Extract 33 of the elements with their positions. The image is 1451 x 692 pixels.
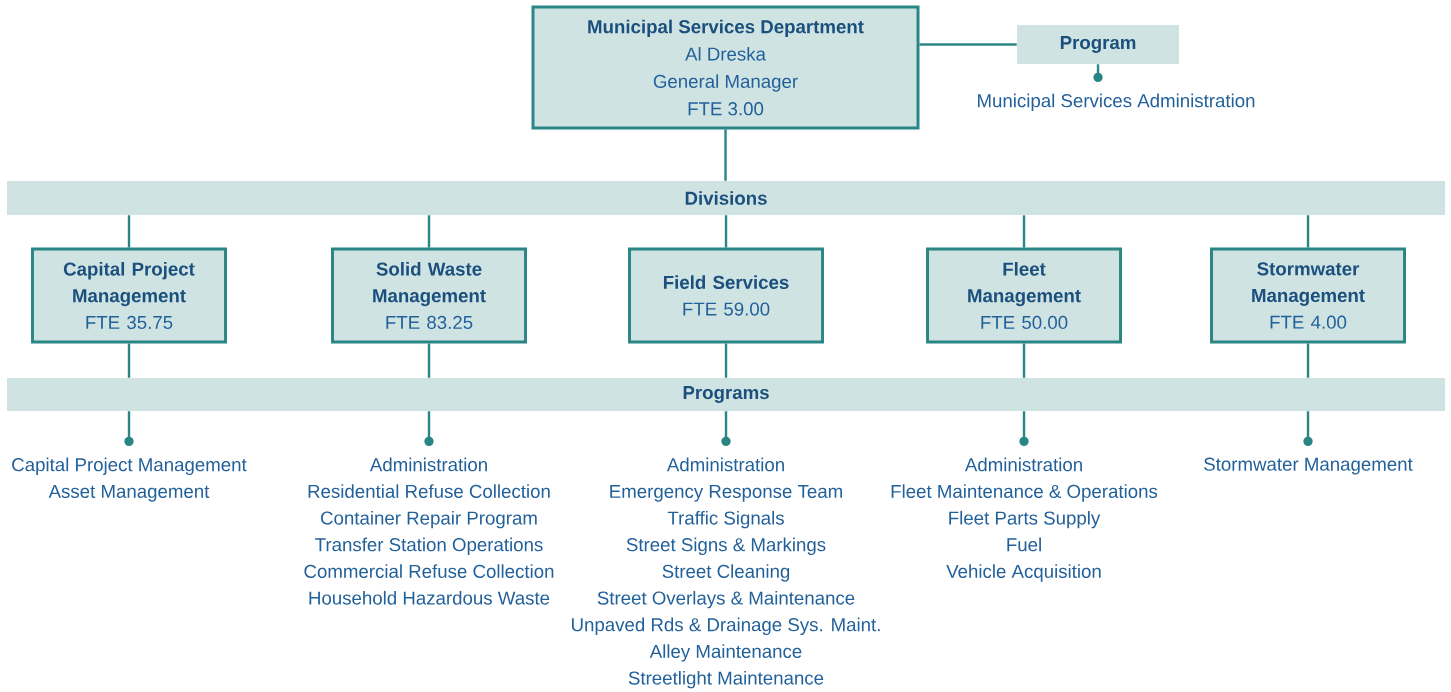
program-list: Stormwater Management [1204,457,1413,475]
division-box: Solid Waste Management FTE 83.25 [331,247,527,344]
connector [1303,411,1313,446]
connector [124,411,134,446]
department-box: Municipal Services Department Al Dreska General Manager FTE 3.00 [531,5,920,130]
connector [724,343,728,378]
division-box: Fleet Management FTE 50.00 [926,247,1122,344]
connector [127,215,131,248]
divisions-band: Divisions [7,181,1445,215]
connector [127,343,131,378]
program-band: Program [1017,25,1179,64]
program-list: Capital Project Management Asset Management [12,457,247,502]
division-box: Stormwater Management FTE 4.00 [1210,247,1406,344]
connector [427,343,431,378]
connector [1022,343,1026,378]
connector [1093,64,1103,82]
connector [724,215,728,248]
division-box: Capital Project Management FTE 35.75 [31,247,227,344]
connector [424,411,434,446]
connector [1022,215,1026,248]
connector [1306,343,1310,378]
program-list: Administration Emergency Response Team Traffic Signals Street Signs & Markings Street Cleaning Street Overlays & Maintenance Unpaved Rds & Drainage Sys. Maint. Alley Maintenance Streetlight Maintenance [572,457,880,689]
connector [721,411,731,446]
program-text: Municipal Services Administration [978,93,1255,111]
connector [1306,215,1310,248]
division-box: Field Services FTE 59.00 [628,247,824,344]
program-list: Administration Residential Refuse Collection Container Repair Program Transfer Station Operations Commercial Refuse Collection Household Hazardous Waste [304,457,554,605]
program-list: Administration Fleet Maintenance & Operations Fleet Parts Supply Fuel Vehicle Acquisition [891,457,1158,582]
programs-band: Programs [7,378,1445,411]
connector [919,43,1017,46]
connector [1019,411,1029,446]
connector [724,129,727,181]
connector [427,215,431,248]
